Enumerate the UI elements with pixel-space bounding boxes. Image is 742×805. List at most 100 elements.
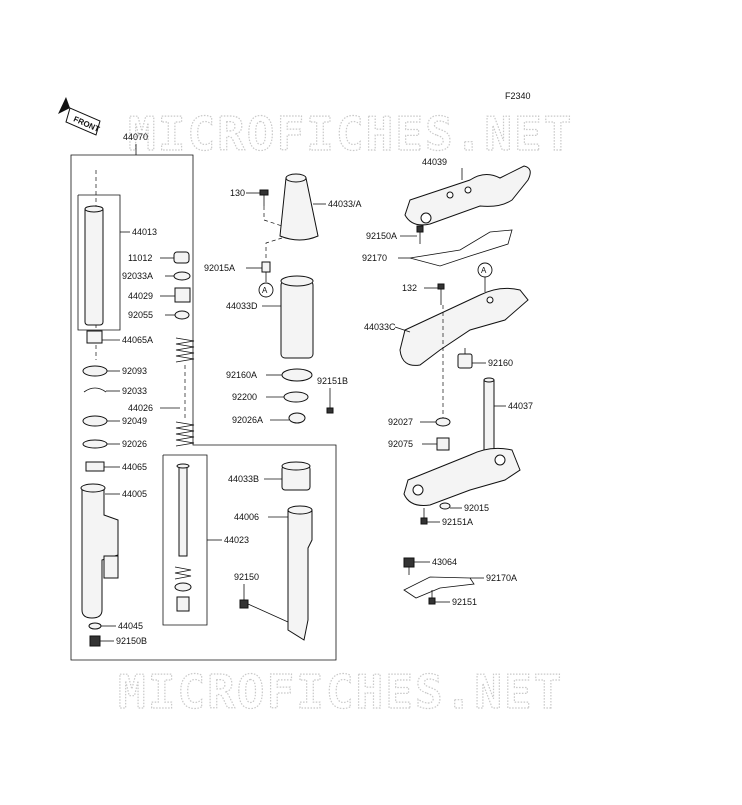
watermark-bottom: MICROFICHES.NET (118, 665, 563, 719)
bolt-92151-part (428, 590, 436, 605)
label-44029: 44029 (128, 291, 153, 301)
label-130: 130 (230, 188, 245, 198)
inner-tube-top (84, 205, 104, 213)
dash-130-cover (263, 206, 283, 227)
fork-assembly-frame (70, 154, 337, 661)
oil-lock-piece-part (176, 596, 190, 612)
label-44070: 44070 (123, 132, 148, 142)
label-44033C: 44033C (364, 322, 396, 332)
label-92049: 92049 (122, 416, 147, 426)
damper-rod-44023-part (178, 465, 188, 557)
bolt-130-part (259, 189, 269, 206)
guide-92160-part (457, 348, 473, 369)
label-92160A: 92160A (226, 370, 257, 380)
label-92160: 92160 (488, 358, 513, 368)
label-44037: 44037 (508, 401, 533, 411)
outer-tube-44005-part (80, 483, 119, 619)
label-92055: 92055 (128, 310, 153, 320)
label-92151: 92151 (452, 597, 477, 607)
label-92075: 92075 (388, 439, 413, 449)
oring-92055-part (174, 310, 190, 320)
bushing-44065-part (85, 461, 105, 472)
grommet-92015A-part (261, 261, 271, 273)
adjuster-44029-part (174, 287, 191, 303)
dash-92015A (265, 237, 283, 258)
label-44013: 44013 (132, 227, 157, 237)
label-132: 132 (402, 283, 417, 293)
label-92150A: 92150A (366, 231, 397, 241)
hose-clamp-92170A-part (403, 576, 475, 599)
label-44026: 44026 (128, 403, 153, 413)
label-92015A: 92015A (204, 263, 235, 273)
seal-92049-part (82, 415, 108, 427)
bracket-cover-44033C-part (399, 287, 529, 366)
label-11012: 11012 (128, 253, 152, 263)
label-92015: 92015 (464, 503, 489, 513)
front-arrow-icon: FRONT (58, 97, 101, 136)
bolt-92150A-part (416, 225, 424, 244)
label-44039: 44039 (422, 157, 447, 167)
figure-code: F2340 (505, 91, 531, 101)
bearing-92075-part (436, 437, 450, 451)
outer-tube-44006-part (287, 505, 313, 641)
label-44045: 44045 (118, 621, 143, 631)
label-92151B: 92151B (317, 376, 348, 386)
bolt-92150B-part (89, 635, 101, 647)
label-44033A: 44033/A (328, 199, 362, 209)
cover-44033B-part (281, 461, 311, 491)
label-92093: 92093 (122, 366, 147, 376)
steering-stem-44037-part (403, 377, 521, 506)
washer-92026-part (82, 439, 108, 449)
label-44033D: 44033D (226, 301, 258, 311)
inner-tube-frame (77, 194, 121, 331)
damper-rod-top (176, 463, 190, 469)
clip-92033-part (83, 387, 107, 393)
cap-11012-part (173, 251, 190, 264)
label-92170A: 92170A (486, 573, 517, 583)
leader-44033C (394, 326, 411, 333)
label-92200: 92200 (232, 392, 257, 402)
label-92026: 92026 (122, 439, 147, 449)
hose-clamp-92170-part (409, 229, 513, 267)
label-92150B: 92150B (116, 636, 147, 646)
label-92033A: 92033A (122, 271, 153, 281)
grommet-92015-part (439, 502, 451, 510)
label-43064: 43064 (432, 557, 457, 567)
label-92027: 92027 (388, 417, 413, 427)
piston-ring-part (174, 582, 192, 592)
spring-44026-part (175, 337, 195, 447)
inner-tube-part (84, 206, 104, 326)
nut-43064-part (403, 557, 415, 575)
clamp-92026A-part (288, 412, 306, 424)
bolt-92150-part (239, 599, 289, 623)
label-92033: 92033 (122, 386, 147, 396)
rebound-spring-part (174, 566, 192, 580)
label-44005: 44005 (122, 489, 147, 499)
bolt-92151B-part (326, 397, 334, 414)
lower-cover-44033D-part (280, 275, 314, 359)
label-92151A: 92151A (442, 517, 473, 527)
bolt-92151A-part (420, 508, 428, 525)
bushing-44065A-part (86, 330, 103, 344)
label-44065A: 44065A (122, 335, 153, 345)
ref-marker-left-icon (258, 282, 274, 298)
seal-92093-part (82, 365, 108, 377)
label-44033B: 44033B (228, 474, 259, 484)
ref-marker-left: A (262, 286, 268, 295)
damper-rod-frame (162, 454, 208, 626)
bolt-132-part (437, 283, 445, 305)
label-44065: 44065 (122, 462, 147, 472)
label-44023: 44023 (224, 535, 249, 545)
oring-92033A-part (173, 271, 191, 281)
nut-92027-part (435, 417, 451, 427)
spacer-92200-part (283, 391, 309, 403)
label-92026A: 92026A (232, 415, 263, 425)
ref-marker-right: A (481, 266, 487, 275)
watermark-top: MICROFICHES.NET (128, 107, 573, 161)
label-92170: 92170 (362, 253, 387, 263)
label-44006: 44006 (234, 512, 259, 522)
upper-cover-44033A-part (279, 173, 319, 241)
upper-bracket-44039-part (404, 165, 531, 226)
